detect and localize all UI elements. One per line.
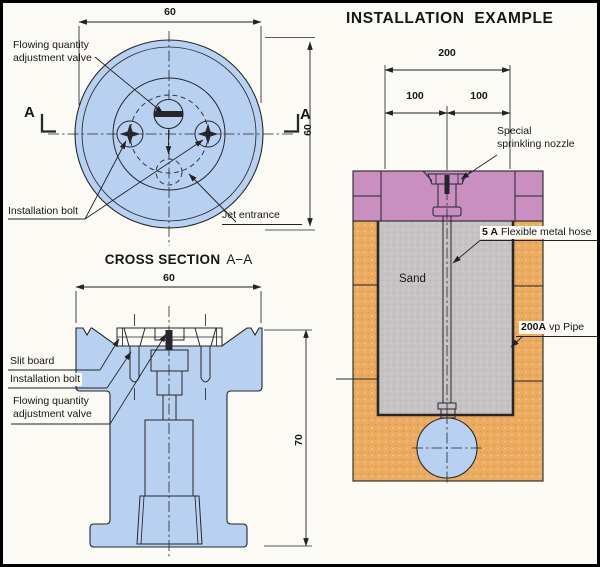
valve-leader <box>94 56 164 114</box>
install-dim-200: 200 <box>438 47 456 59</box>
cross-bolt-label: Installation bolt <box>8 373 83 386</box>
cross-section-title: CROSS SECTION A−A <box>61 252 296 267</box>
hose-leader <box>452 240 481 264</box>
cross-valve-label: Flowing quantity adjustment valve <box>11 395 94 420</box>
cross-height-dim-text: 70 <box>293 434 305 446</box>
cross-section-title-main: CROSS SECTION <box>104 252 221 267</box>
pipe-label-text: vp Pipe <box>549 321 585 333</box>
plan-jet-label: Jet entrance <box>222 209 280 221</box>
installation-title: INSTALLATION EXAMPLE <box>346 10 554 27</box>
cross-height-dimension <box>264 329 312 547</box>
cross-valve-label-line2: adjustment valve <box>13 407 92 420</box>
bolt-leader-left <box>84 140 127 220</box>
cross-valve-leader <box>109 333 167 425</box>
jet-entrance-circle <box>155 158 183 186</box>
nozzle-label-line1: Special <box>497 125 532 137</box>
plan-height-dim-text: 60 <box>302 124 314 136</box>
sand-label: Sand <box>399 273 426 285</box>
install-dim-100-left: 100 <box>406 90 424 102</box>
adjustment-valve-plan <box>153 98 184 130</box>
cross-valve-label-line1: Flowing quantity <box>13 395 89 407</box>
drawing-canvas <box>8 19 597 559</box>
pipe-label-size: 200A <box>521 321 547 333</box>
bolt-leader-right <box>84 139 204 220</box>
cross-slit-label: Slit board <box>8 355 57 368</box>
install-dim-100-right: 100 <box>470 90 488 102</box>
cross-bolt-leader <box>106 351 132 389</box>
plan-valve-label: Flowing quantity adjustment valve <box>13 39 92 64</box>
plan-width-dim-text: 60 <box>164 6 176 18</box>
nozzle-label: Special sprinkling nozzle <box>497 125 575 150</box>
pipe-leader <box>510 336 523 348</box>
slit-leader <box>99 338 120 371</box>
cross-section-drawing <box>8 284 312 559</box>
section-mark-right <box>284 114 300 133</box>
cross-width-dim-text: 60 <box>163 272 175 284</box>
plan-height-dimension <box>265 37 315 231</box>
section-letter-left: A <box>24 104 35 121</box>
sand-fill <box>378 221 513 415</box>
nozzle-leader <box>460 154 498 180</box>
plan-valve-label-line2: adjustment valve <box>13 51 92 64</box>
installation-bolt-right <box>194 120 222 148</box>
plan-valve-label-line1: Flowing quantity <box>13 39 89 51</box>
sprinkling-nozzle <box>427 173 467 217</box>
jet-leader <box>188 173 237 223</box>
section-letter-right: A <box>300 106 311 123</box>
plan-width-dimension <box>78 19 262 105</box>
installation-drawing <box>336 65 597 483</box>
cross-bolt-right <box>194 314 217 400</box>
install-dimensions <box>384 65 511 170</box>
hose-label-size: 5 A <box>482 226 498 238</box>
vp-pipe-wall <box>376 221 515 417</box>
hose-label-text: Flexible metal hose <box>500 226 592 238</box>
plan-bolt-label: Installation bolt <box>8 205 79 217</box>
plan-view-drawing <box>8 19 315 246</box>
nozzle-label-line2: sprinkling nozzle <box>497 137 575 150</box>
installation-bolt-left <box>116 120 144 148</box>
float-ball <box>412 413 482 483</box>
section-mark-left <box>40 114 56 133</box>
cross-width-dimension <box>75 284 262 323</box>
cross-section-title-suffix: A−A <box>226 252 253 267</box>
